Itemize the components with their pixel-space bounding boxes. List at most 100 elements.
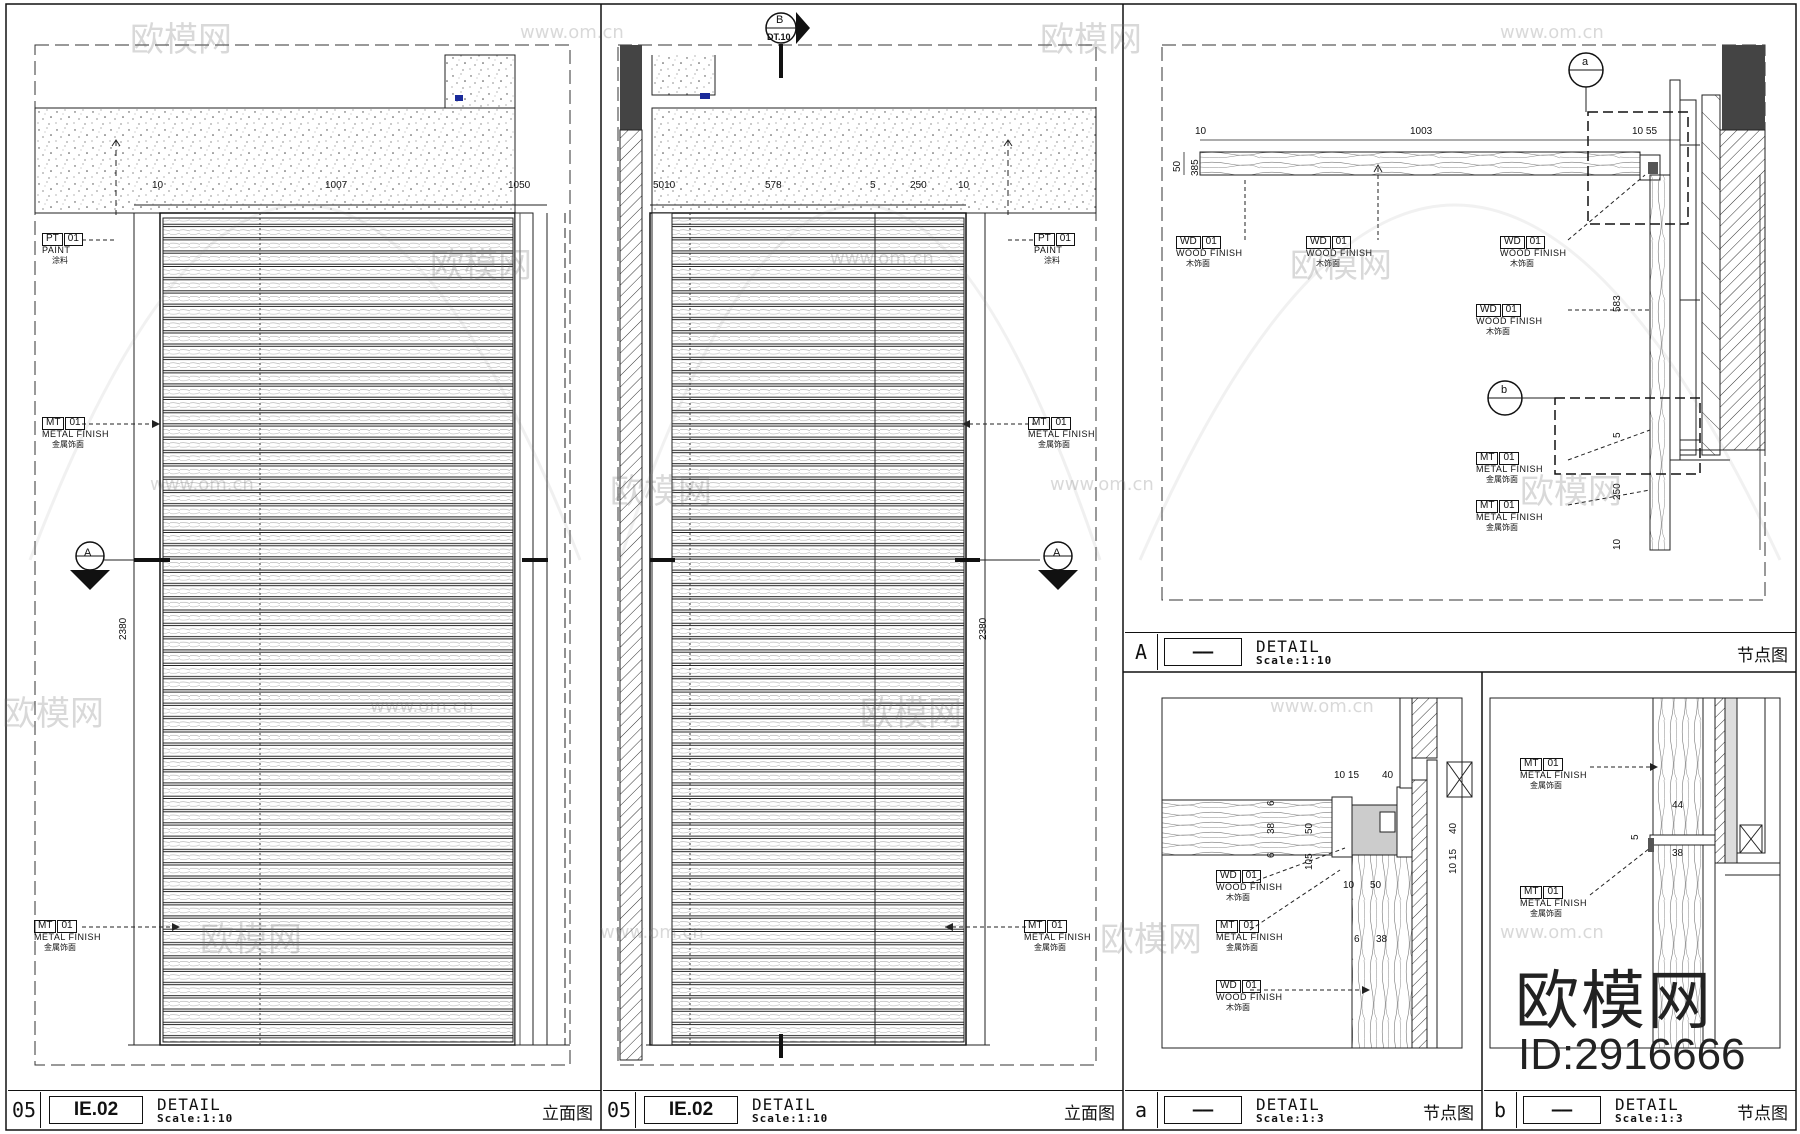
panel-chinese-title: 节点图 bbox=[1737, 646, 1788, 666]
e1-section-mark-A: A bbox=[84, 547, 92, 559]
panel-chinese-title: 立面图 bbox=[1064, 1104, 1115, 1124]
tag-cn: 木饰面 bbox=[1486, 327, 1510, 336]
dA-dim-3: 10 55 bbox=[1632, 126, 1658, 137]
dA-dim-5: 385 bbox=[1190, 159, 1201, 176]
da-dim-7: 105 bbox=[1304, 853, 1315, 870]
tag-en: WOOD FINISH bbox=[1216, 991, 1283, 1002]
tag-en: METAL FINISH bbox=[1216, 931, 1284, 942]
tag-en: WOOD FINISH bbox=[1476, 315, 1543, 326]
tag-cn: 金属饰面 bbox=[1226, 943, 1258, 952]
da-dim-3: 6 bbox=[1266, 800, 1277, 806]
tag-cn: 木饰面 bbox=[1510, 259, 1534, 268]
panel-scale: Scale:1:3 bbox=[1256, 1111, 1325, 1125]
tag-cn: 金属饰面 bbox=[44, 943, 76, 952]
db-dim-1: 44 bbox=[1672, 800, 1684, 811]
panel-scale: Scale:1:10 bbox=[1256, 653, 1333, 667]
panel-title: DETAIL bbox=[157, 1094, 221, 1114]
tag-en: PAINT bbox=[42, 244, 71, 255]
dA-dim-7: 5 bbox=[1612, 432, 1623, 438]
panel-ref-blank: —— bbox=[1523, 1096, 1601, 1124]
brand-logo-text: 欧模网 bbox=[1515, 965, 1713, 1039]
watermark-arcs bbox=[28, 203, 1782, 561]
tag-cn: 金属饰面 bbox=[1486, 475, 1518, 484]
elevation-1-drawing bbox=[34, 44, 571, 1066]
panel-scale: Scale:1:10 bbox=[157, 1111, 234, 1125]
da-dim-1: 10 15 bbox=[1334, 770, 1360, 781]
e2-dim-height: 2380 bbox=[978, 617, 989, 640]
dA-dim-4: 50 bbox=[1172, 160, 1183, 172]
panel-scale: Scale:1:3 bbox=[1615, 1111, 1684, 1125]
tag-en: METAL FINISH bbox=[1520, 897, 1588, 908]
tag-en: METAL FINISH bbox=[1476, 463, 1544, 474]
e2-section-mark-A: A bbox=[1053, 547, 1061, 559]
brand-id: ID:2916666 bbox=[1518, 1030, 1746, 1079]
tag-en: METAL FINISH bbox=[1024, 931, 1092, 942]
tag-cn: 金属饰面 bbox=[1530, 781, 1562, 790]
e2-section-ref: DT.10 bbox=[767, 32, 791, 42]
tag-en: METAL FINISH bbox=[1028, 428, 1096, 439]
detail-a-drawing bbox=[1161, 697, 1473, 1049]
panel-title: DETAIL bbox=[1615, 1094, 1679, 1114]
dA-callout-b: b bbox=[1501, 384, 1508, 396]
e1-dim-left: 10 bbox=[152, 180, 164, 191]
panel-title: DETAIL bbox=[1256, 636, 1320, 656]
tag-en: METAL FINISH bbox=[34, 931, 102, 942]
dA-dim-1: 10 bbox=[1195, 126, 1207, 137]
tag-en: PAINT bbox=[1034, 244, 1063, 255]
panel-title: DETAIL bbox=[1256, 1094, 1320, 1114]
tag-cn: 金属饰面 bbox=[1530, 909, 1562, 918]
tag-num: 01 bbox=[63, 233, 83, 246]
da-dim-9: 50 bbox=[1370, 880, 1382, 891]
e2-dim-5: 10 bbox=[958, 180, 970, 191]
e1-dim-width: 1007 bbox=[325, 180, 348, 191]
panel-number: a bbox=[1125, 1092, 1158, 1128]
dA-callout-a: a bbox=[1582, 56, 1589, 68]
da-dim-2: 40 bbox=[1382, 770, 1394, 781]
db-dim-3: 38 bbox=[1672, 848, 1684, 859]
tag-cn: 金属饰面 bbox=[1034, 943, 1066, 952]
panel-number: b bbox=[1484, 1092, 1517, 1128]
panel-reference: IE.02 bbox=[644, 1096, 738, 1124]
e1-dim-height: 2380 bbox=[118, 617, 129, 640]
e2-dim-3: 5 bbox=[870, 180, 876, 191]
tag-cn: 木饰面 bbox=[1186, 259, 1210, 268]
da-dim-4: 38 bbox=[1266, 822, 1277, 834]
panel-number: 05 bbox=[8, 1092, 41, 1128]
tag-en: WOOD FINISH bbox=[1176, 247, 1243, 258]
panel-ref-blank: —— bbox=[1164, 1096, 1242, 1124]
da-dim-11: 38 bbox=[1376, 934, 1388, 945]
panel-number: A bbox=[1125, 634, 1158, 670]
panel-reference: IE.02 bbox=[49, 1096, 143, 1124]
dA-dim-9: 10 bbox=[1612, 538, 1623, 550]
tag-en: WOOD FINISH bbox=[1500, 247, 1567, 258]
tag-cn: 木饰面 bbox=[1316, 259, 1340, 268]
db-dim-2: 5 bbox=[1630, 834, 1641, 840]
panel-chinese-title: 节点图 bbox=[1737, 1104, 1788, 1124]
tag-en: METAL FINISH bbox=[1476, 511, 1544, 522]
panel-chinese-title: 节点图 bbox=[1423, 1104, 1474, 1124]
tag-cn: 涂料 bbox=[1044, 256, 1060, 265]
tag-cn: 涂料 bbox=[52, 256, 68, 265]
tag-num: 01 bbox=[1055, 233, 1075, 246]
panel-scale: Scale:1:10 bbox=[752, 1111, 829, 1125]
da-dim-6: 6 bbox=[1266, 852, 1277, 858]
detail-b-drawing bbox=[1489, 697, 1781, 1049]
tag-cn: 木饰面 bbox=[1226, 1003, 1250, 1012]
